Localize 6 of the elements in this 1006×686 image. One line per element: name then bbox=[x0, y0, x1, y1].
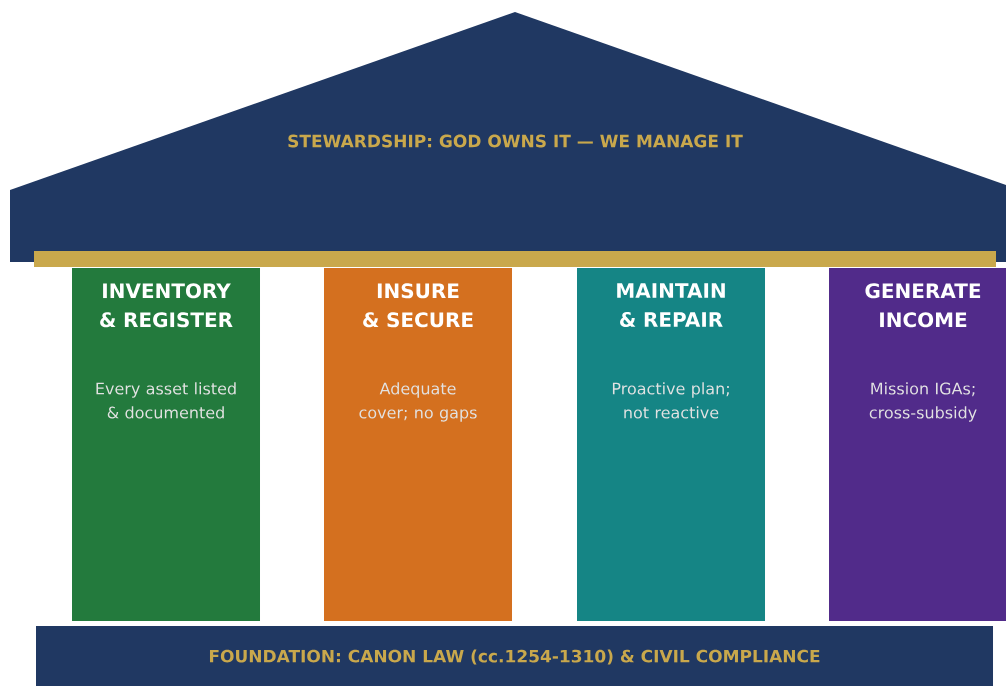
pillar: INVENTORY & REGISTER Every asset listed & documented bbox=[72, 268, 260, 621]
roof: STEWARDSHIP: GOD OWNS IT — WE MANAGE IT bbox=[10, 12, 1006, 267]
pillar: MAINTAIN & REPAIR Proactive plan; not reactive bbox=[577, 268, 765, 621]
foundation: FOUNDATION: CANON LAW (cc.1254-1310) & CIVIL COMPLIANCE bbox=[36, 626, 993, 686]
pillar: GENERATE INCOME Mission IGAs; cross-subsidy bbox=[829, 268, 1006, 621]
pillar: INSURE & SECURE Adequate cover; no gaps bbox=[324, 268, 512, 621]
